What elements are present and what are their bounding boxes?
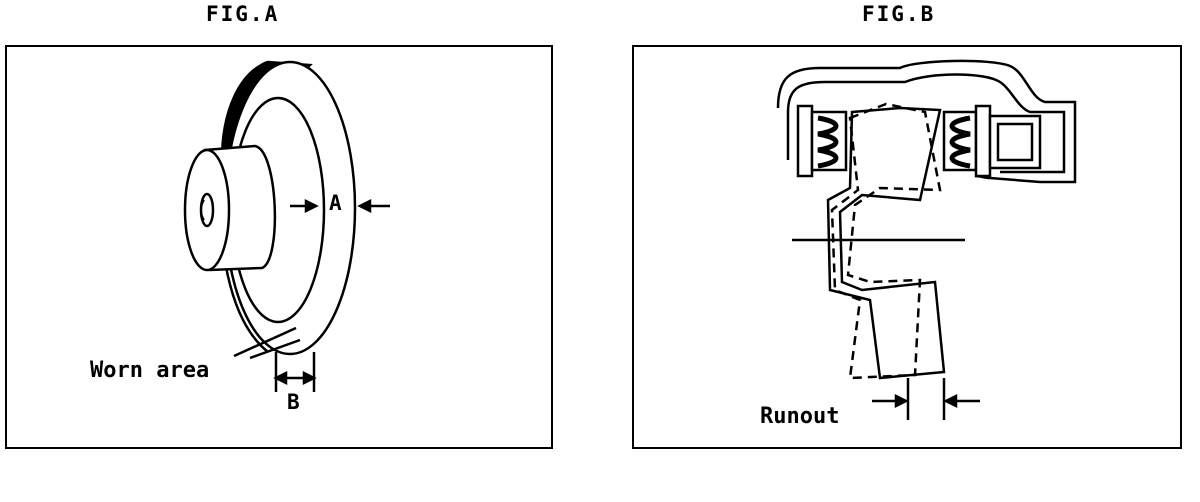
dim-b-arrowhead-left [273,370,288,386]
left-pad-coil [817,115,839,169]
fig-b-title: FIG.B [862,2,936,26]
runout-arrowhead-left [894,393,909,409]
dim-b-arrowhead-right [302,370,317,386]
rotor-dashed [830,102,942,380]
runout-arrowhead-right [943,393,958,409]
hub-bore-inner [200,199,205,221]
piston-housing-inner [996,122,1034,162]
right-pad-coil [949,115,971,169]
dimension-a-label: A [329,191,342,215]
left-pad-backing [796,104,814,178]
worn-area-label: Worn area [90,358,210,383]
fig-b-drawing [776,59,1077,420]
right-pad-backing [974,104,992,178]
right-pad-lining [942,110,978,172]
hub-bore [199,192,215,228]
runout-label: Runout [760,404,840,429]
caliper-bracket-inner [786,73,1066,174]
caliper-bracket-outer [776,59,1077,184]
fig-a-title: FIG.A [206,2,280,26]
worn-leader-1 [233,326,297,358]
dimension-b-label: B [287,390,300,414]
dim-a-arrowhead-left [304,198,319,214]
fig-a-drawing [183,60,390,392]
worn-leader-2 [249,338,301,360]
dim-a-arrowhead-right [357,198,372,214]
